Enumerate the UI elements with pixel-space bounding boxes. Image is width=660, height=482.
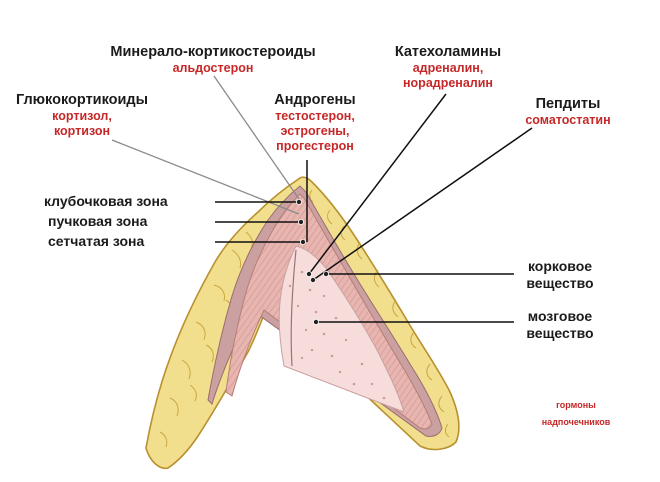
caption: гормоны надпочечников (528, 400, 624, 427)
leader-catechol (308, 93, 447, 275)
cortex-line-2: вещество (526, 274, 594, 291)
label-zone-reticularis: сетчатая зона (48, 233, 145, 249)
androgens-item-2: эстрогены, (280, 123, 350, 138)
caption-line-2: надпочечников (541, 416, 611, 427)
catecholamines-title: Катехоламины (394, 44, 502, 60)
androgens-item-3: прогестерон (276, 138, 354, 153)
label-zone-fasciculata: пучковая зона (48, 213, 148, 229)
glucocorticoids-item-1: кортизол, (52, 109, 112, 124)
glucocorticoids-title: Глюкокортикоиды (15, 92, 149, 108)
medulla-line-2: вещество (526, 324, 594, 341)
marker-zone-fasciculata (297, 218, 304, 225)
marker-cortex (322, 270, 329, 277)
marker-peptides (309, 276, 316, 283)
marker-zone-glomerulosa (295, 198, 302, 205)
label-catecholamines: Катехоламины адреналин, норадреналин (382, 44, 514, 91)
label-zone-glomerulosa: клубочковая зона (44, 193, 168, 209)
leader-peptides (312, 127, 533, 281)
androgens-item-1: тестостерон, (275, 109, 355, 124)
cortex-line-1: корковое (527, 258, 593, 274)
mineralocorticoids-title: Минерало-кортикостероиды (110, 44, 316, 60)
marker-zone-reticularis (299, 238, 306, 245)
label-cortex: корковое вещество (512, 258, 608, 291)
glucocorticoids-item-2: кортизон (53, 123, 111, 138)
androgens-title: Андрогены (274, 92, 356, 108)
label-androgens: Андрогены тестостерон, эстрогены, прогес… (264, 92, 366, 153)
peptides-title: Пепдиты (535, 96, 601, 112)
label-glucocorticoids: Глюкокортикоиды кортизол, кортизон (6, 92, 158, 139)
peptides-item: соматостатин (525, 113, 611, 128)
marker-medulla (312, 318, 319, 325)
medulla (278, 245, 405, 413)
leader-mineralo (213, 75, 300, 200)
catecholamines-item-2: норадреналин (403, 75, 493, 90)
medulla-line-1: мозговое (527, 308, 593, 324)
marker-catechol (305, 270, 312, 277)
caption-line-1: гормоны (556, 400, 596, 410)
catecholamines-item-1: адреналин, (412, 61, 484, 76)
label-peptides: Пепдиты соматостатин (508, 96, 628, 128)
mineralocorticoids-item: альдостерон (172, 61, 254, 76)
label-medulla: мозговое вещество (512, 308, 608, 341)
label-mineralocorticoids: Минерало-кортикостероиды альдостерон (94, 44, 332, 76)
